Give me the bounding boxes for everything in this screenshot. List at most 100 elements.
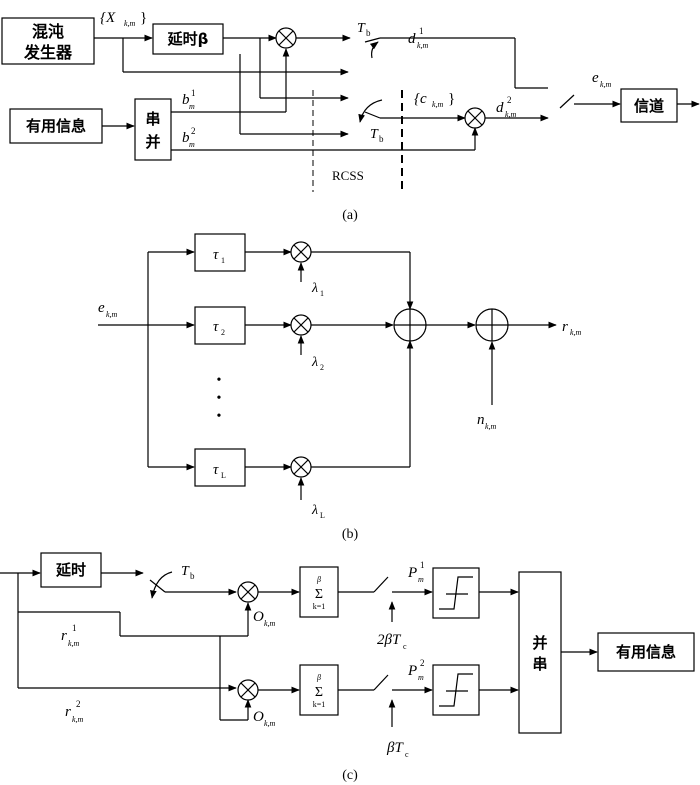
chaos-generator-label-line1: 混沌 [32,22,64,41]
delay-c-box [40,552,102,588]
r-out-text: r [562,319,568,335]
lambda2-text: λ [311,355,318,370]
ellipsis-dot-2: • [217,391,222,406]
decision-c2-curve-a [439,673,473,707]
sum-c2-bottom: k=1 [313,700,326,709]
useful-info-c-box [597,632,695,672]
sum-c1-sym: Σ [315,587,323,602]
r1-text: r [61,628,67,644]
tb-top-sub: b [366,28,371,38]
p1-sub: m [418,575,424,584]
r2-sup: 2 [76,699,81,709]
sum-c2-box [299,664,339,716]
chaos-generator-label-line2: 发生器 [23,43,73,62]
sum-c1-bottom: k=1 [313,602,326,611]
sum-c2-top: β [316,673,321,682]
x-seq-text: {X [100,10,116,26]
panel-b: e k,m τ 1 λ 1 τ 2 λ 2 • • • [98,233,582,542]
c-seq-sub: k,m [432,100,444,109]
r1-sub: k,m [68,639,80,648]
p1-text: P [407,565,417,581]
lambda1-text: λ [311,281,318,296]
t1-sub: c [403,642,407,651]
delay-beta-label: 延时β [167,30,209,48]
delay-beta-box [152,23,224,55]
mult-bL-cross2 [293,459,309,475]
ellipsis-dot-3: • [217,409,222,424]
switch-bottom-arm [364,111,381,119]
p2-sup: 2 [420,658,425,668]
o2-sub: k,m [264,719,276,728]
p2-text: P [407,663,417,679]
channel-box [620,88,678,123]
b2-sup: 2 [191,126,196,136]
mult-b2-cross2 [293,317,309,333]
lambdaL-text: λ [311,503,318,518]
d1-text: d [408,31,416,47]
switch-c-arc [150,571,173,599]
o1-sub: k,m [264,619,276,628]
lambda1-sub: 1 [320,289,324,298]
decision-c1-curve-a [439,576,473,610]
tau1-text: τ [213,247,219,263]
b1-sup: 1 [191,88,196,98]
sum-c1-top: β [316,575,321,584]
o2-text: O [253,709,264,725]
tauL-text: τ [213,462,219,478]
ellipsis-dot-1: • [217,373,222,388]
n-sub: k,m [485,422,497,431]
tb-top-text: T [357,21,366,36]
x-seq-close: } [140,10,147,26]
caption-c: (c) [342,768,358,783]
tb-bottom-sub: b [379,134,384,144]
e-in-text: e [98,300,105,316]
useful-info-c-label: 有用信息 [616,643,676,661]
tau2-box [194,306,246,345]
channel-switch-arm [559,94,575,109]
lambda2-sub: 2 [320,363,324,372]
r2-sub: k,m [72,715,84,724]
serial-parallel-box [134,98,172,161]
sum-c1-box [299,566,339,618]
d2-text: d [496,100,504,116]
chaos-generator-box [1,17,95,65]
caption-b: (b) [342,527,359,542]
d2-sup: 2 [507,95,512,105]
b2-sub: m [189,140,195,149]
x-seq-sub: k,m [124,19,136,28]
parallel-serial-box [518,571,562,734]
p2-sub: m [418,673,424,682]
ps-label-1: 并 [532,634,547,652]
c-seq-text: {c [414,91,427,107]
mult-c2-cross2 [240,682,256,698]
ps-label-2: 串 [532,655,547,673]
switch-bottom-arc [358,99,383,123]
panel-c: 延时 T b r k,m 1 O k,m β Σ k=1 [0,552,695,783]
c-seq-close: } [448,91,455,107]
multiplier-bottom-cross2 [467,110,483,126]
sp-label-1: 串 [145,110,160,128]
switch-top-arm [364,37,381,43]
tb-c-text: T [181,564,190,579]
tauL-box [194,448,246,487]
tau2-sub: 2 [221,328,225,337]
caption-a: (a) [342,208,358,223]
tb-bottom-text: T [370,127,379,142]
switch-c-arm [149,579,166,593]
x-sequence-label: {X k,m } [100,10,147,28]
r-out-sub: k,m [570,328,582,337]
sampler-c1-arm [373,576,389,593]
sum-c2-sym: Σ [315,685,323,700]
useful-info-label: 有用信息 [26,117,86,135]
sp-label-2: 并 [145,133,160,151]
b1-sub: m [189,102,195,111]
tau2-text: τ [213,319,219,335]
n-text: n [477,412,485,428]
mult-b1-cross2 [293,244,309,260]
d1-sup: 1 [419,26,424,36]
d1-sub: k,m [417,41,429,50]
t2-text: βT [386,740,404,756]
panel-a: 混沌 发生器 {X k,m } 延时β T b d k,m 1 [1,10,700,223]
tau1-box [194,233,246,272]
